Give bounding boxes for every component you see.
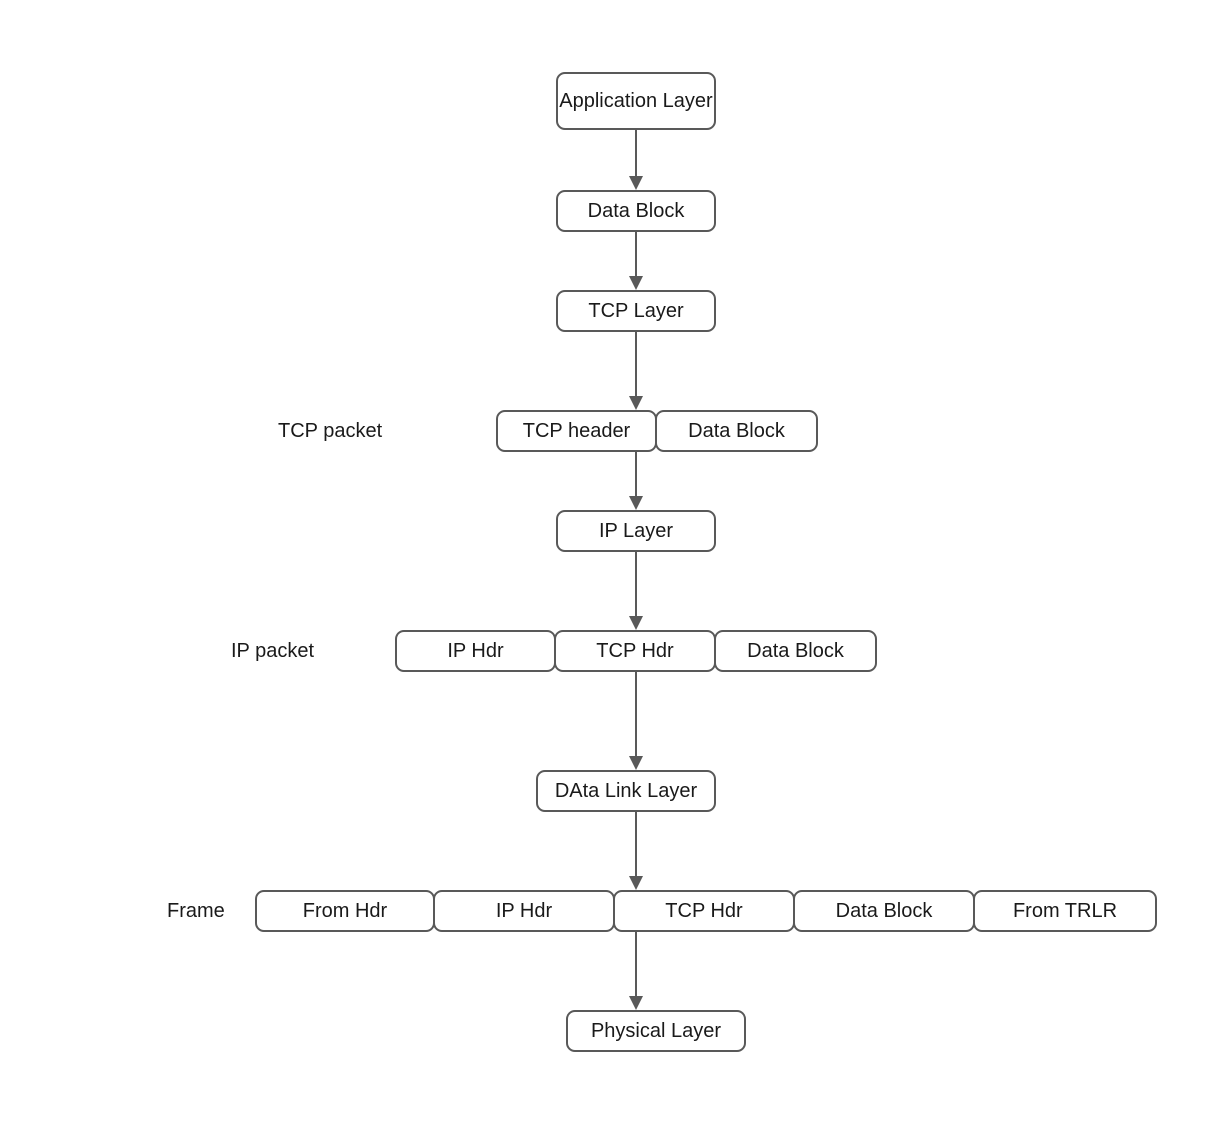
node-tcp-layer[interactable]: TCP Layer <box>556 290 716 332</box>
tcp-packet-segment-data-block[interactable]: Data Block <box>655 410 818 452</box>
arrow-datalinklayer-to-frame <box>629 812 643 890</box>
frame-segment-tcp-hdr[interactable]: TCP Hdr <box>613 890 795 932</box>
arrow-datablock-to-tcplayer <box>629 232 643 290</box>
tcp-packet-strip: TCP header Data Block <box>496 410 818 452</box>
node-ip-layer[interactable]: IP Layer <box>556 510 716 552</box>
frame-strip: From Hdr IP Hdr TCP Hdr Data Block From … <box>255 890 1157 932</box>
arrow-frame-to-physicallayer <box>629 932 643 1010</box>
node-data-block[interactable]: Data Block <box>556 190 716 232</box>
frame-segment-ip-hdr[interactable]: IP Hdr <box>433 890 615 932</box>
arrow-application-to-datablock <box>629 130 643 190</box>
arrow-tcplayer-to-tcppacket <box>629 332 643 410</box>
ip-packet-segment-data-block[interactable]: Data Block <box>714 630 877 672</box>
arrow-ippacket-to-datalinklayer <box>629 672 643 770</box>
label-ip-packet: IP packet <box>231 639 315 662</box>
node-application-layer[interactable]: Application Layer <box>556 72 716 130</box>
arrow-tcppacket-to-iplayer <box>629 452 643 510</box>
label-frame: Frame <box>167 899 225 922</box>
arrow-iplayer-to-ippacket <box>629 552 643 630</box>
node-physical-layer[interactable]: Physical Layer <box>566 1010 746 1052</box>
tcp-packet-segment-tcp-header[interactable]: TCP header <box>496 410 657 452</box>
label-tcp-packet: TCP packet <box>278 419 383 442</box>
ip-packet-segment-ip-hdr[interactable]: IP Hdr <box>395 630 556 672</box>
frame-segment-from-trlr[interactable]: From TRLR <box>973 890 1157 932</box>
ip-packet-segment-tcp-hdr[interactable]: TCP Hdr <box>554 630 716 672</box>
ip-packet-strip: IP Hdr TCP Hdr Data Block <box>395 630 877 672</box>
frame-segment-data-block[interactable]: Data Block <box>793 890 975 932</box>
frame-segment-from-hdr[interactable]: From Hdr <box>255 890 435 932</box>
node-data-link-layer[interactable]: DAta Link Layer <box>536 770 716 812</box>
